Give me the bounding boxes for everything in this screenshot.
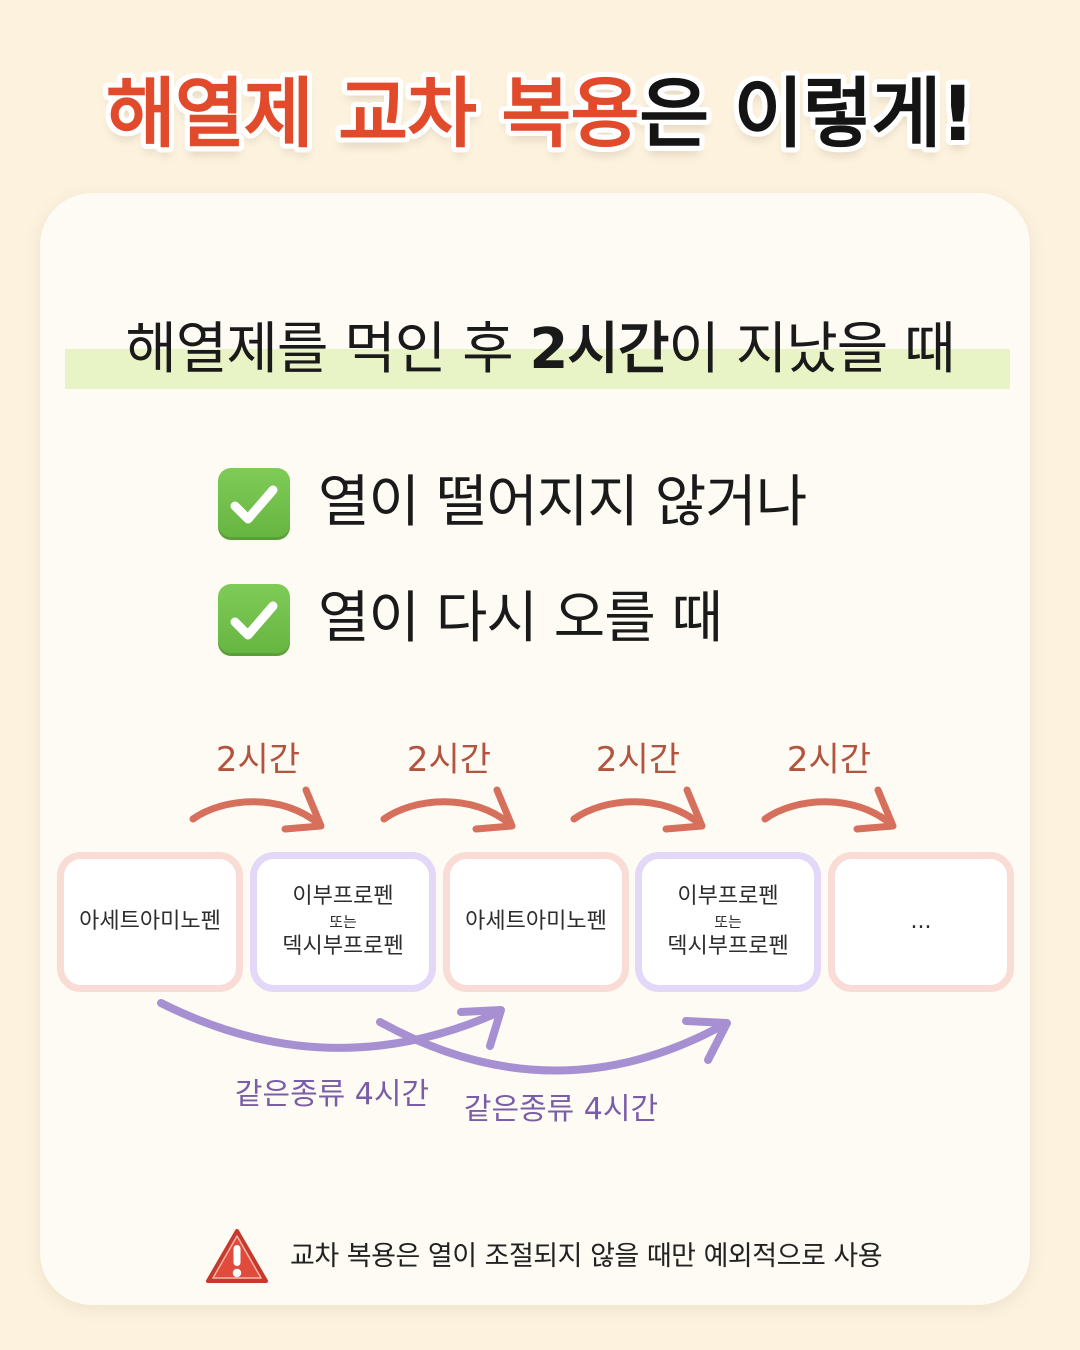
medication-box: 아세트아미노펜	[57, 852, 243, 992]
interval-label: 2시간	[215, 740, 301, 780]
condition-highlight	[65, 349, 1010, 389]
check-mark-button-icon	[218, 468, 290, 540]
medication-or: 또는	[714, 913, 742, 931]
medication-name: 덱시부프로펜	[667, 934, 789, 959]
medication-name: 이부프로펜	[677, 884, 779, 909]
medication-box: 이부프로펜 또는 덱시부프로펜	[635, 852, 821, 992]
medication-or: 또는	[329, 913, 357, 931]
page-title: 해열제 교차 복용은 이렇게!	[0, 64, 1080, 164]
condition-heading: 해열제를 먹인 후 2시간이 지났을 때	[0, 314, 1080, 386]
condition-before: 해열제를 먹인 후	[125, 317, 530, 382]
check-mark-button-icon	[218, 584, 290, 656]
medication-name: 이부프로펜	[292, 884, 394, 909]
check-mark-glyph	[230, 485, 278, 524]
medication-name: 덱시부프로펜	[282, 934, 404, 959]
title-accent: 해열제 교차 복용	[105, 69, 640, 158]
interval-label: 2시간	[595, 740, 681, 780]
medication-box-continued: ...	[828, 852, 1014, 992]
medication-box: 이부프로펜 또는 덱시부프로펜	[250, 852, 436, 992]
checklist-item-text: 열이 떨어지지 않거나	[318, 470, 807, 535]
interval-label: 2시간	[786, 740, 872, 780]
medication-box: 아세트아미노펜	[443, 852, 629, 992]
same-kind-label: 같은종류 4시간	[463, 1092, 659, 1127]
medication-name: 아세트아미노펜	[79, 909, 221, 934]
warning-icon	[206, 1229, 268, 1283]
title-rest: 은 이렇게!	[639, 69, 975, 158]
check-mark-glyph	[230, 601, 278, 640]
same-kind-label: 같은종류 4시간	[234, 1077, 430, 1112]
ellipsis: ...	[910, 909, 932, 934]
warning-text: 교차 복용은 열이 조절되지 않을 때만 예외적으로 사용	[290, 1241, 883, 1272]
condition-emphasis: 2시간	[529, 317, 669, 382]
checklist-item-text: 열이 다시 오를 때	[318, 586, 723, 651]
condition-after: 이 지났을 때	[668, 317, 955, 382]
interval-label: 2시간	[406, 740, 492, 780]
medication-name: 아세트아미노펜	[465, 909, 607, 934]
